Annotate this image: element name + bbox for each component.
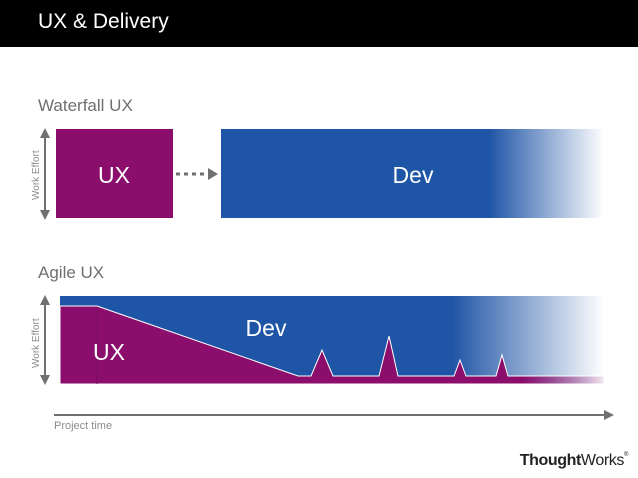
agile-heading: Agile UX <box>38 263 105 282</box>
waterfall-dev-block <box>221 129 604 218</box>
agile-ux-area <box>59 305 605 385</box>
waterfall-effort-arrow <box>40 128 50 220</box>
project-time-arrow <box>54 410 614 420</box>
handoff-arrow <box>176 168 218 180</box>
agile-ux-label: UX <box>93 339 125 365</box>
agile-dev-label: Dev <box>246 315 287 341</box>
waterfall-ux-block <box>56 129 173 218</box>
waterfall-dev-label: Dev <box>393 162 434 188</box>
logo-bold-text: Thought <box>519 452 582 469</box>
slide-title: UX & Delivery <box>38 10 169 33</box>
waterfall-ux-label: UX <box>98 162 130 188</box>
logo-regular-text: Works <box>580 452 624 469</box>
agile-effort-arrow <box>40 295 50 385</box>
logo-registered-mark: ® <box>623 452 628 458</box>
header-bar <box>0 0 638 47</box>
thoughtworks-logo: ThoughtWorks® <box>519 452 629 470</box>
project-time-label: Project time <box>54 420 113 432</box>
waterfall-heading: Waterfall UX <box>38 96 133 115</box>
